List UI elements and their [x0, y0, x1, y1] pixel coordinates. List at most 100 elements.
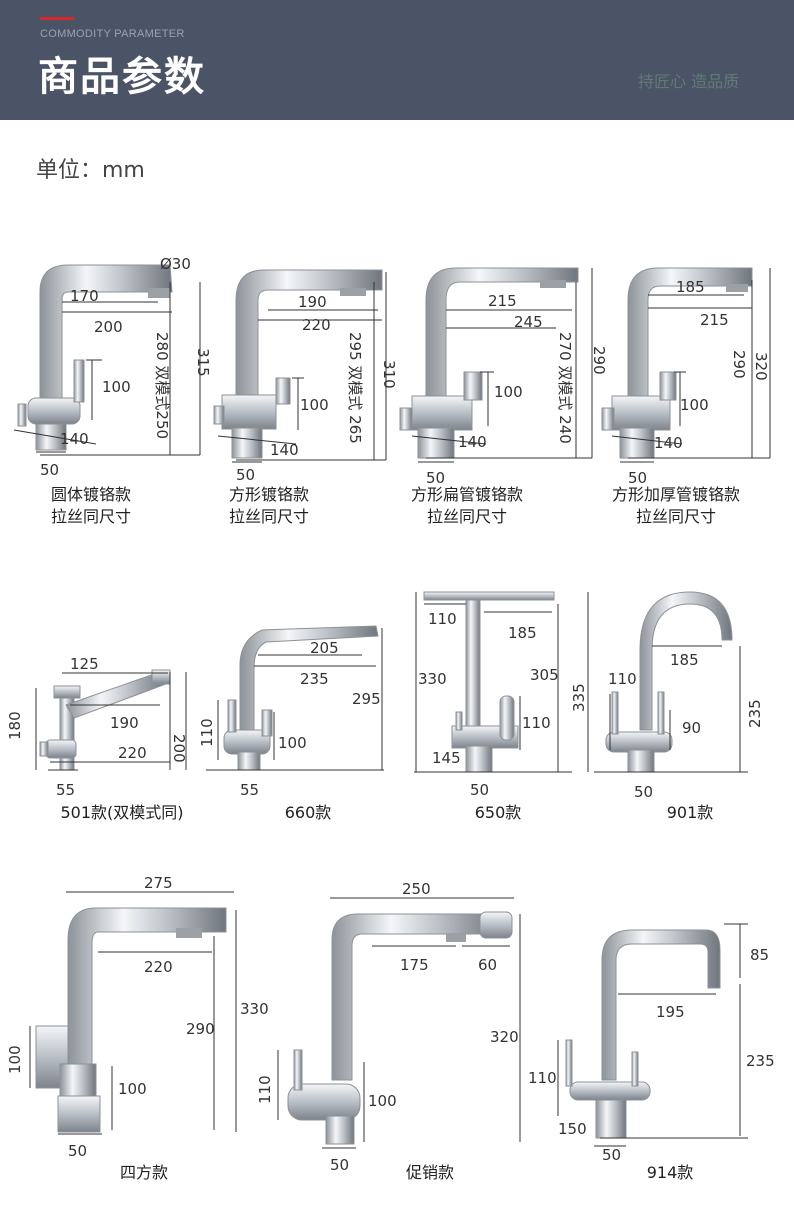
dim-label: 50: [602, 1146, 621, 1164]
dim-label: 315: [194, 348, 212, 377]
product-name: 四方款: [119, 1163, 168, 1182]
faucet-round-chrome: [17, 264, 173, 451]
dim-label: Ø30: [160, 255, 191, 273]
product-caption: 四方款: [94, 1162, 194, 1184]
product-caption: 914款: [620, 1162, 720, 1184]
product-name: 促销款: [405, 1163, 454, 1182]
dim-label: 100: [102, 378, 131, 396]
dim-label: 280 双模式250: [153, 332, 171, 439]
unit-label: 单位：mm: [36, 158, 145, 183]
dim-label: 320: [752, 352, 770, 381]
header-slogan: 持匠心 造品质: [638, 72, 740, 91]
faucet-promo: [287, 911, 513, 1145]
dim-label: 140: [60, 430, 89, 448]
dim-label: 320: [490, 1028, 519, 1046]
dim-label: 330: [418, 670, 447, 688]
dim-label: 185: [508, 624, 537, 642]
faucet-914: [565, 929, 721, 1139]
faucet-square-flat-tube: [399, 267, 579, 459]
dim-label: 185: [676, 278, 705, 296]
product-note: 拉丝同尺寸: [228, 507, 309, 526]
product-caption: 650款: [448, 802, 548, 824]
dim-label: 50: [330, 1156, 349, 1174]
product-caption: 660款: [258, 802, 358, 824]
dim-label: 190: [298, 293, 327, 311]
dim-label: 100: [680, 396, 709, 414]
row2-dimension-lines: [35, 592, 748, 773]
row2-dimension-labels: 125 190 220 180 200 55 205 235 295 110 1…: [6, 610, 764, 801]
accent-line: [40, 17, 74, 20]
dim-label: 50: [236, 466, 255, 484]
header-banner: COMMODITY PARAMETER 商品参数 持匠心 造品质: [0, 0, 794, 120]
dim-label: 50: [634, 783, 653, 801]
dim-label: 220: [302, 316, 331, 334]
faucet-650: [423, 591, 555, 773]
dim-label: 205: [310, 639, 339, 657]
dim-label: 215: [488, 292, 517, 310]
dim-label: 150: [558, 1120, 587, 1138]
product-name: 方形扁管镀铬款: [410, 485, 523, 504]
dim-label: 110: [256, 1075, 274, 1104]
faucet-901: [605, 591, 733, 773]
product-caption: 901款: [640, 802, 740, 824]
dim-label: 275: [144, 874, 173, 892]
dim-label: 90: [682, 719, 701, 737]
faucet-sifang: [35, 907, 227, 1133]
faucet-square-thick-tube: [601, 267, 753, 459]
dim-label: 190: [110, 714, 139, 732]
dim-label: 175: [400, 956, 429, 974]
dim-label: 50: [628, 469, 647, 487]
row3-dimension-lines: [29, 891, 748, 1149]
product-name: 650款: [474, 803, 522, 822]
row1-dimension-labels: Ø30 170 200 280 双模式250 315 100 140 50 19…: [40, 255, 770, 487]
product-name: 方形加厚管镀铬款: [611, 485, 740, 504]
dim-label: 220: [118, 744, 147, 762]
dim-label: 55: [240, 781, 259, 799]
product-name: 圆体镀铬款: [50, 485, 131, 504]
dim-label: 220: [144, 958, 173, 976]
dim-label: 50: [426, 469, 445, 487]
dim-label: 50: [470, 781, 489, 799]
product-name: 660款: [284, 803, 332, 822]
dim-label: 295: [352, 690, 381, 708]
product-name: 501款(双模式同): [60, 803, 184, 822]
dim-label: 125: [70, 655, 99, 673]
dim-label: 185: [670, 651, 699, 669]
faucet-501: [39, 669, 171, 771]
dim-label: 335: [570, 683, 588, 712]
dim-label: 100: [6, 1045, 24, 1074]
dim-label: 50: [68, 1142, 87, 1160]
dim-label: 85: [750, 946, 769, 964]
product-caption: 方形扁管镀铬款 拉丝同尺寸: [394, 484, 540, 528]
dim-label: 100: [494, 383, 523, 401]
dim-label: 100: [300, 396, 329, 414]
dim-label: 245: [514, 313, 543, 331]
dim-label: 290: [590, 346, 608, 375]
dim-label: 305: [530, 666, 559, 684]
dim-label: 215: [700, 311, 729, 329]
dim-label: 110: [522, 714, 551, 732]
dim-label: 110: [528, 1069, 557, 1087]
dim-label: 235: [746, 1052, 775, 1070]
dim-label: 110: [608, 670, 637, 688]
dim-label: 110: [428, 610, 457, 628]
product-note: 拉丝同尺寸: [426, 507, 507, 526]
dim-label: 180: [6, 711, 24, 740]
dim-label: 195: [656, 1003, 685, 1021]
dim-label: 100: [118, 1080, 147, 1098]
product-caption: 圆体镀铬款 拉丝同尺寸: [26, 484, 156, 528]
dim-label: 100: [368, 1092, 397, 1110]
dim-label: 235: [300, 670, 329, 688]
dim-label: 140: [654, 434, 683, 452]
dim-label: 290: [186, 1020, 215, 1038]
product-caption: 方形加厚管镀铬款 拉丝同尺寸: [600, 484, 752, 528]
dim-label: 200: [170, 734, 188, 763]
dim-label: 200: [94, 318, 123, 336]
page-title: 商品参数: [38, 54, 206, 100]
product-name: 901款: [666, 803, 714, 822]
dim-label: 140: [270, 441, 299, 459]
product-name: 方形镀铬款: [228, 485, 309, 504]
dim-label: 50: [40, 461, 59, 479]
dim-label: 145: [432, 749, 461, 767]
